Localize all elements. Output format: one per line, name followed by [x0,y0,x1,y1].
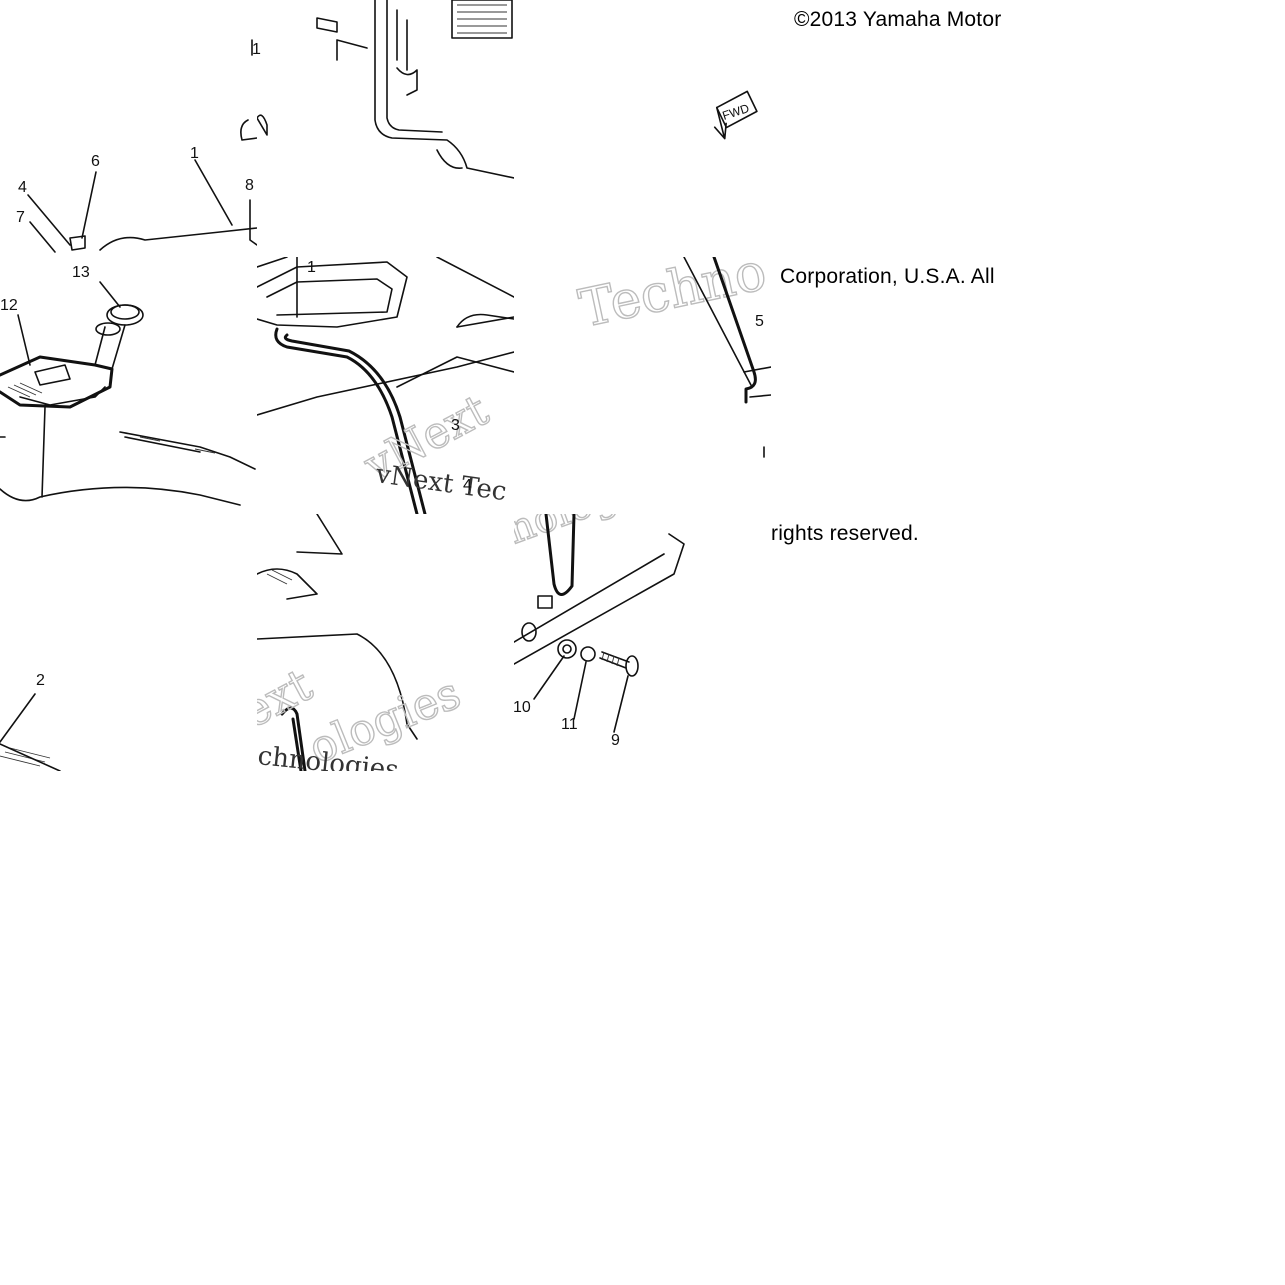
fwd-label: FWD [721,101,752,123]
diagram-tile-rear-fender-top [257,0,514,257]
grab-bar-drawing: vNext vNext Tec [257,257,514,514]
rear-fender-top-drawing [257,0,514,179]
diagram-tile-hardware: nologies [514,514,771,771]
fwd-drawing: FWD [713,90,758,140]
copyright-line-2: Corporation, U.S.A. All [780,265,995,288]
diagram-tile-lower-left [0,514,257,771]
watermark-text: Techno [574,257,771,340]
upper-left-drawing [27,39,257,253]
diagram-tile-side-cover: Techno [514,257,771,514]
diagram-tile-fender-corner: ext ologies chnologies [257,514,514,771]
diagram-tile-fwd: FWD [514,0,771,257]
hardware-drawing: nologies [514,514,685,733]
copyright-line-3: rights reserved. [771,522,919,545]
watermark-text: vNext Tec [373,459,508,507]
copyright-line-1: ©2013 Yamaha Motor [794,8,1002,31]
fwd-arrow-icon: FWD [713,90,758,140]
side-cover-drawing: Techno [574,257,771,458]
diagram-tile-fuel-filler [0,257,257,514]
watermark-text: nologies [514,514,677,553]
lower-left-drawing [0,693,61,771]
diagram-tile-grab-bar: vNext vNext Tec [257,257,514,514]
fender-corner-drawing: ext ologies chnologies [257,514,468,771]
diagram-tile-upper-left [0,0,257,257]
fuel-filler-drawing [0,281,256,506]
